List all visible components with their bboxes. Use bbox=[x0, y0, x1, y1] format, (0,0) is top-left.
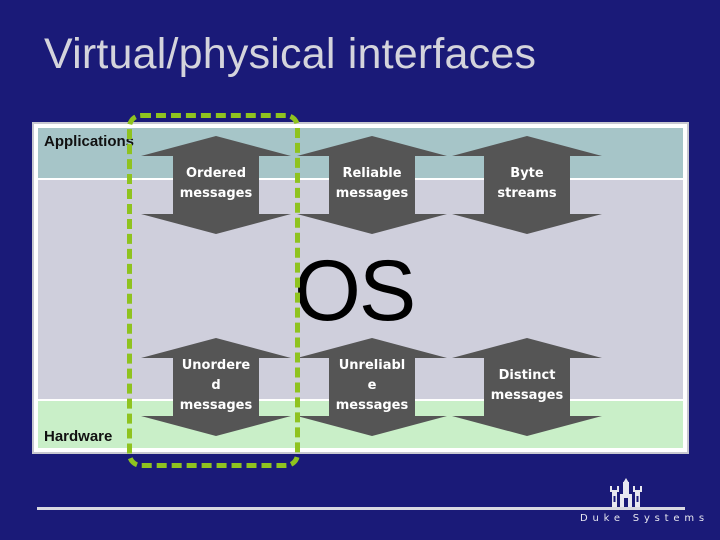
arrow-unreliable-messages: Unreliabl e messages bbox=[297, 338, 447, 436]
arrow-label: Unreliabl e messages bbox=[335, 358, 409, 413]
arrow-unordered-messages: Unordere d messages bbox=[141, 338, 291, 436]
arrow-label: Distinct messages bbox=[490, 368, 564, 403]
arrow-label: Reliable messages bbox=[335, 166, 409, 201]
arrow-byte-streams: Byte streams bbox=[452, 136, 602, 234]
arrow-label: Ordered messages bbox=[179, 166, 253, 201]
os-label: OS bbox=[294, 243, 416, 339]
duke-chapel-icon bbox=[610, 478, 642, 508]
double-arrow-icon bbox=[452, 338, 602, 436]
double-arrow-icon bbox=[141, 136, 291, 234]
layer-diagram: Applications OS Hardware Ordered message… bbox=[32, 122, 689, 454]
double-arrow-icon bbox=[297, 136, 447, 234]
dashed-highlight-box bbox=[127, 113, 300, 468]
double-arrow-icon bbox=[141, 338, 291, 436]
footer-brand: Duke Systems bbox=[580, 513, 709, 524]
applications-label: Applications bbox=[44, 133, 135, 150]
double-arrow-icon bbox=[452, 136, 602, 234]
arrow-label: Unordere d messages bbox=[179, 358, 253, 413]
footer-divider bbox=[37, 507, 685, 510]
slide-title: Virtual/physical interfaces bbox=[44, 30, 537, 78]
hardware-label: Hardware bbox=[44, 428, 113, 445]
arrow-reliable-messages: Reliable messages bbox=[297, 136, 447, 234]
double-arrow-icon bbox=[297, 338, 447, 436]
arrow-distinct-messages: Distinct messages bbox=[452, 338, 602, 436]
arrow-label: Byte streams bbox=[497, 166, 557, 201]
arrow-ordered-messages: Ordered messages bbox=[141, 136, 291, 234]
